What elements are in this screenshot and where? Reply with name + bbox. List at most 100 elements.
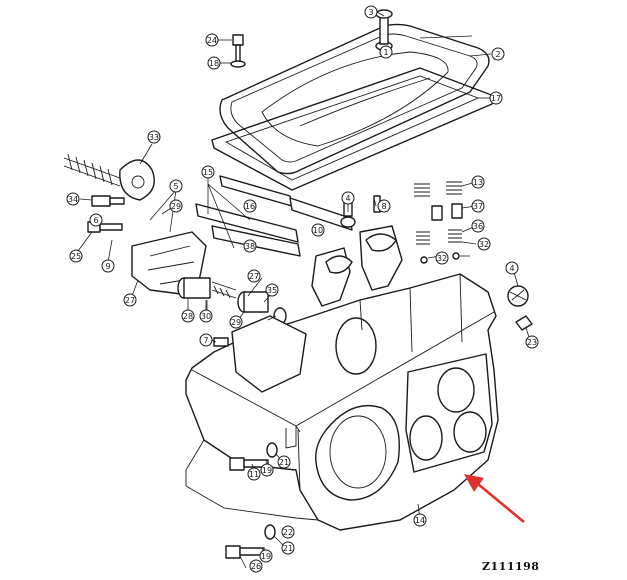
callout-bubble: [199, 333, 213, 347]
callout-number: 6: [93, 216, 98, 225]
callout-bubble: [205, 33, 219, 47]
callout-25: 25: [69, 249, 83, 263]
callout-number: 24: [207, 36, 217, 45]
callout-bubble: [377, 199, 391, 213]
callout-number: 27: [125, 296, 135, 305]
breather-plug: [507, 285, 529, 307]
callout-bubble: [435, 251, 449, 265]
callout-34: 34: [66, 192, 80, 206]
callout-number: 16: [245, 202, 255, 211]
callout-number: 4: [345, 194, 350, 203]
callout-number: 32: [437, 254, 447, 263]
callout-16: 16: [243, 199, 257, 213]
callout-19: 19: [260, 463, 274, 477]
callout-bubble: [281, 541, 295, 555]
callout-number: 22: [283, 528, 293, 537]
callout-bubble: [259, 549, 273, 563]
callout-7: 7: [199, 333, 213, 347]
callout-19: 19: [259, 549, 273, 563]
callout-bubble: [265, 283, 279, 297]
callout-9: 9: [101, 259, 115, 273]
callout-bubble: [341, 191, 355, 205]
callout-number: 4: [509, 264, 514, 273]
callout-number: 38: [245, 242, 255, 251]
callout-bubble: [147, 130, 161, 144]
callout-number: 7: [203, 336, 208, 345]
callout-number: 37: [473, 202, 483, 211]
callout-bubble: [207, 56, 221, 70]
callout-number: 36: [473, 222, 483, 231]
housing-bolt-upper: [229, 442, 278, 471]
callout-number: 15: [203, 168, 213, 177]
callout-13: 13: [471, 175, 485, 189]
callout-14: 14: [413, 513, 427, 527]
callout-bubble: [247, 269, 261, 283]
callout-number: 25: [71, 252, 81, 261]
callout-number: 27: [249, 272, 259, 281]
callout-number: 18: [209, 59, 219, 68]
callout-bubble: [364, 5, 378, 19]
callout-bubble: [243, 199, 257, 213]
figure-reference-code: Z111198: [482, 560, 540, 573]
detent-assembly: [177, 277, 287, 325]
callout-bubble: [243, 239, 257, 253]
callout-number: 2: [495, 50, 500, 59]
callout-15: 15: [201, 165, 215, 179]
callout-bubble: [201, 165, 215, 179]
shift-shaft: [63, 153, 155, 201]
callout-2: 2: [491, 47, 505, 61]
housing-bolt-lower: [225, 524, 276, 559]
callout-30: 30: [199, 309, 213, 323]
callout-bubble: [247, 467, 261, 481]
callout-bubble: [471, 219, 485, 233]
callout-number: 23: [527, 338, 537, 347]
drain-plug: [515, 315, 533, 331]
callout-bubble: [66, 192, 80, 206]
callout-1: 1: [379, 45, 393, 59]
callout-number: 14: [415, 516, 425, 525]
callout-bubble: [123, 293, 137, 307]
callout-number: 35: [267, 286, 277, 295]
callout-27: 27: [123, 293, 137, 307]
callout-28: 28: [181, 309, 195, 323]
indicator-arrow: [464, 474, 525, 524]
callout-8: 8: [377, 199, 391, 213]
callout-38: 38: [243, 239, 257, 253]
detent-springs: [414, 181, 463, 264]
callout-18: 18: [207, 56, 221, 70]
callout-24: 24: [205, 33, 219, 47]
callout-bubble: [101, 259, 115, 273]
callout-bubble: [260, 463, 274, 477]
callout-bubble: [281, 525, 295, 539]
callout-5: 5: [169, 179, 183, 193]
callout-number: 26: [251, 562, 261, 571]
callout-bubble: [89, 213, 103, 227]
callout-bubble: [471, 199, 485, 213]
filler-screw: [213, 337, 229, 347]
callout-bubble: [525, 335, 539, 349]
callout-3: 3: [364, 5, 378, 19]
callout-29: 29: [229, 315, 243, 329]
callout-36: 36: [471, 219, 485, 233]
callout-27: 27: [247, 269, 261, 283]
callout-bubble: [169, 179, 183, 193]
callout-bubble: [489, 91, 503, 105]
callout-33: 33: [147, 130, 161, 144]
callout-number: 13: [473, 178, 483, 187]
callout-37: 37: [471, 199, 485, 213]
callout-26: 26: [249, 559, 263, 573]
callout-bubble: [169, 199, 183, 213]
callout-6: 6: [89, 213, 103, 227]
cover-gasket: [211, 67, 495, 191]
callout-number: 32: [479, 240, 489, 249]
callout-4: 4: [341, 191, 355, 205]
callout-number: 19: [262, 466, 272, 475]
shift-rods: [195, 175, 353, 257]
callout-bubble: [491, 47, 505, 61]
callout-number: 9: [105, 262, 110, 271]
callout-number: 34: [68, 195, 78, 204]
top-cover: [219, 23, 490, 175]
callout-10: 10: [311, 223, 325, 237]
